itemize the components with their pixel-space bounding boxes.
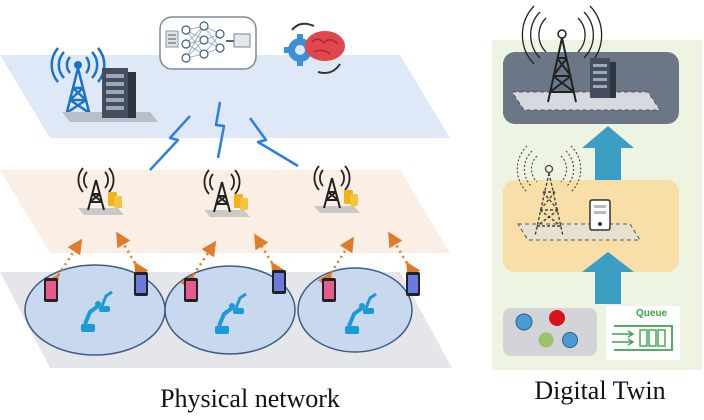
base-station-icon	[203, 169, 250, 217]
state-circles-icon	[503, 308, 597, 356]
d2d-link-arrows	[44, 231, 421, 291]
queue-icon	[606, 306, 680, 360]
neural-network-icon	[159, 16, 257, 70]
queue-label: Queue	[636, 308, 668, 319]
ai-brain-gear-icon	[284, 22, 345, 74]
robot-arm-icon	[81, 290, 377, 334]
base-station-icon	[77, 167, 124, 215]
base-station-icon	[313, 165, 360, 213]
computer-case-icon	[589, 199, 611, 231]
server-rack-icon	[590, 58, 616, 98]
smartphone-icon	[44, 270, 420, 302]
arrow-up-icon	[582, 252, 634, 304]
cell-area-3	[297, 267, 413, 353]
digital-twin-caption: Digital Twin	[534, 376, 666, 405]
dashed-tower-icon	[516, 145, 582, 237]
arrow-up-icon	[582, 126, 634, 180]
cell-tower-icon	[50, 47, 106, 117]
physical-network-caption: Physical network	[160, 384, 340, 413]
lightning-link-icon	[149, 101, 299, 171]
server-rack-icon	[62, 68, 158, 122]
